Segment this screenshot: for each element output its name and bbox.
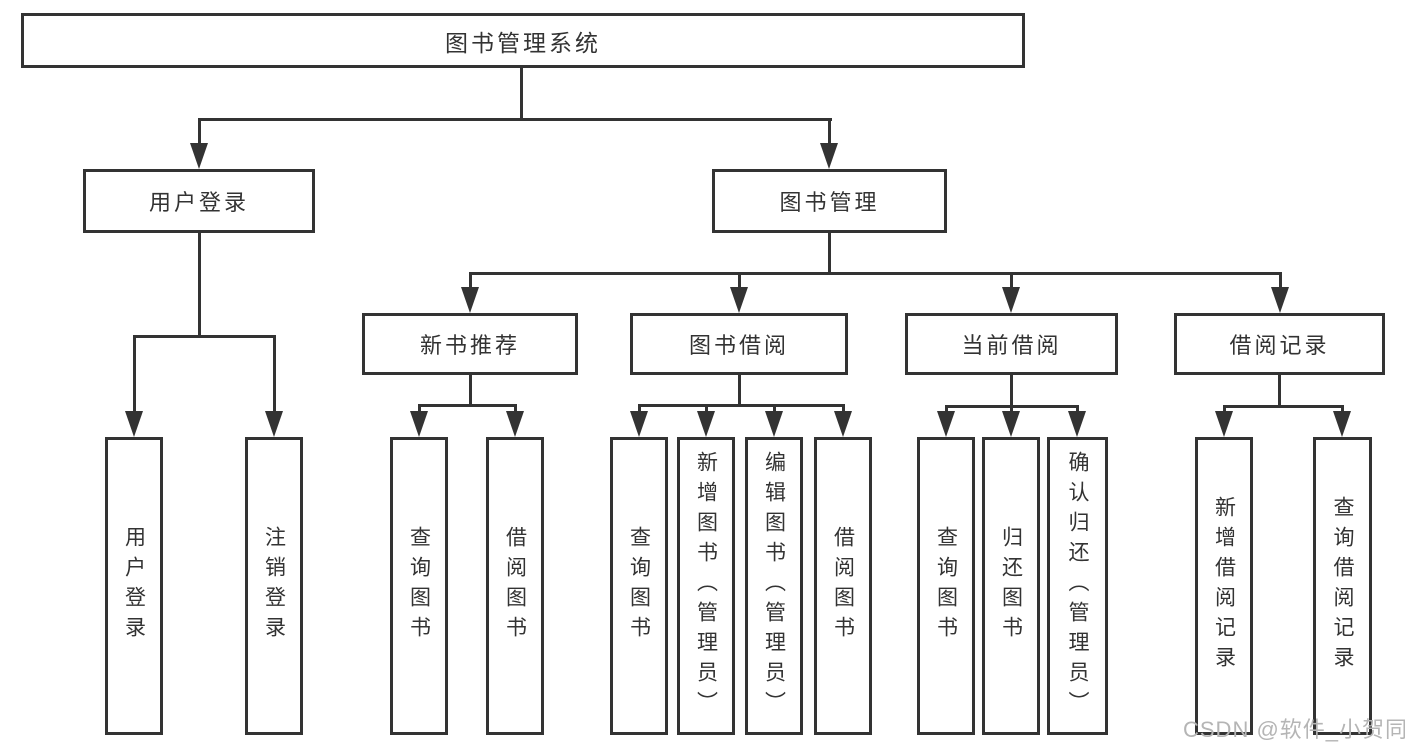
- connector-line: [1341, 405, 1344, 413]
- leaf-borrow-books-borrowing: 借阅图书: [814, 437, 872, 735]
- connector-line: [418, 404, 517, 407]
- connector-line: [828, 233, 831, 274]
- arrow-down-icon: [765, 411, 783, 437]
- connector-line: [133, 335, 136, 411]
- leaf-edit-book-admin: 编辑图书（管理员）: [745, 437, 803, 735]
- connector-line: [469, 375, 472, 406]
- arrow-down-icon: [506, 411, 524, 437]
- leaf-confirm-return-admin: 确认归还（管理员）: [1047, 437, 1108, 735]
- connector-line: [842, 404, 845, 413]
- connector-line: [198, 118, 832, 121]
- leaf-add-borrow-record: 新增借阅记录: [1195, 437, 1253, 735]
- arrow-down-icon: [1002, 411, 1020, 437]
- connector-line: [273, 335, 276, 411]
- arrow-down-icon: [937, 411, 955, 437]
- leaf-logout: 注销登录: [245, 437, 303, 735]
- arrow-down-icon: [1002, 287, 1020, 313]
- connector-line: [133, 335, 276, 338]
- arrow-down-icon: [1215, 411, 1233, 437]
- node-user-login: 用户登录: [83, 169, 315, 233]
- leaf-borrow-books-recommend: 借阅图书: [486, 437, 544, 735]
- leaf-add-book-admin: 新增图书（管理员）: [677, 437, 735, 735]
- leaf-user-login: 用户登录: [105, 437, 163, 735]
- connector-line: [1010, 405, 1013, 413]
- arrow-down-icon: [834, 411, 852, 437]
- arrow-down-icon: [630, 411, 648, 437]
- arrow-down-icon: [1333, 411, 1351, 437]
- arrow-down-icon: [461, 287, 479, 313]
- arrow-down-icon: [125, 411, 143, 437]
- connector-line: [638, 404, 641, 413]
- connector-line: [705, 404, 708, 413]
- arrow-down-icon: [1271, 287, 1289, 313]
- connector-line: [520, 68, 523, 119]
- connector-line: [828, 118, 831, 146]
- arrow-down-icon: [410, 411, 428, 437]
- arrow-down-icon: [697, 411, 715, 437]
- leaf-query-borrow-record: 查询借阅记录: [1313, 437, 1372, 735]
- connector-line: [773, 404, 776, 413]
- node-library-system: 图书管理系统: [21, 13, 1025, 68]
- connector-line: [469, 272, 1282, 275]
- connector-line: [638, 404, 845, 407]
- connector-line: [1223, 405, 1226, 413]
- node-current-borrowing: 当前借阅: [905, 313, 1118, 375]
- connector-line: [1279, 272, 1282, 289]
- connector-line: [198, 118, 201, 146]
- watermark: CSDN @软件_小贺同学: [1183, 717, 1405, 742]
- node-book-borrowing: 图书借阅: [630, 313, 848, 375]
- connector-line: [1076, 405, 1079, 413]
- node-borrowing-records: 借阅记录: [1174, 313, 1385, 375]
- connector-line: [418, 404, 421, 413]
- connector-line: [514, 404, 517, 413]
- connector-line: [469, 272, 472, 289]
- arrow-down-icon: [265, 411, 283, 437]
- leaf-return-book: 归还图书: [982, 437, 1040, 735]
- arrow-down-icon: [190, 143, 208, 169]
- leaf-query-books-borrowing: 查询图书: [610, 437, 668, 735]
- connector-line: [198, 233, 201, 336]
- connector-line: [738, 375, 741, 406]
- connector-line: [1010, 375, 1013, 407]
- arrow-down-icon: [730, 287, 748, 313]
- leaf-query-books-current: 查询图书: [917, 437, 975, 735]
- connector-line: [1010, 272, 1013, 289]
- connector-line: [1278, 375, 1281, 407]
- arrow-down-icon: [820, 143, 838, 169]
- node-book-management: 图书管理: [712, 169, 947, 233]
- arrow-down-icon: [1068, 411, 1086, 437]
- node-new-book-recommendation: 新书推荐: [362, 313, 578, 375]
- leaf-query-books-recommend: 查询图书: [390, 437, 448, 735]
- connector-line: [738, 272, 741, 289]
- connector-line: [945, 405, 948, 413]
- connector-line: [1223, 405, 1344, 408]
